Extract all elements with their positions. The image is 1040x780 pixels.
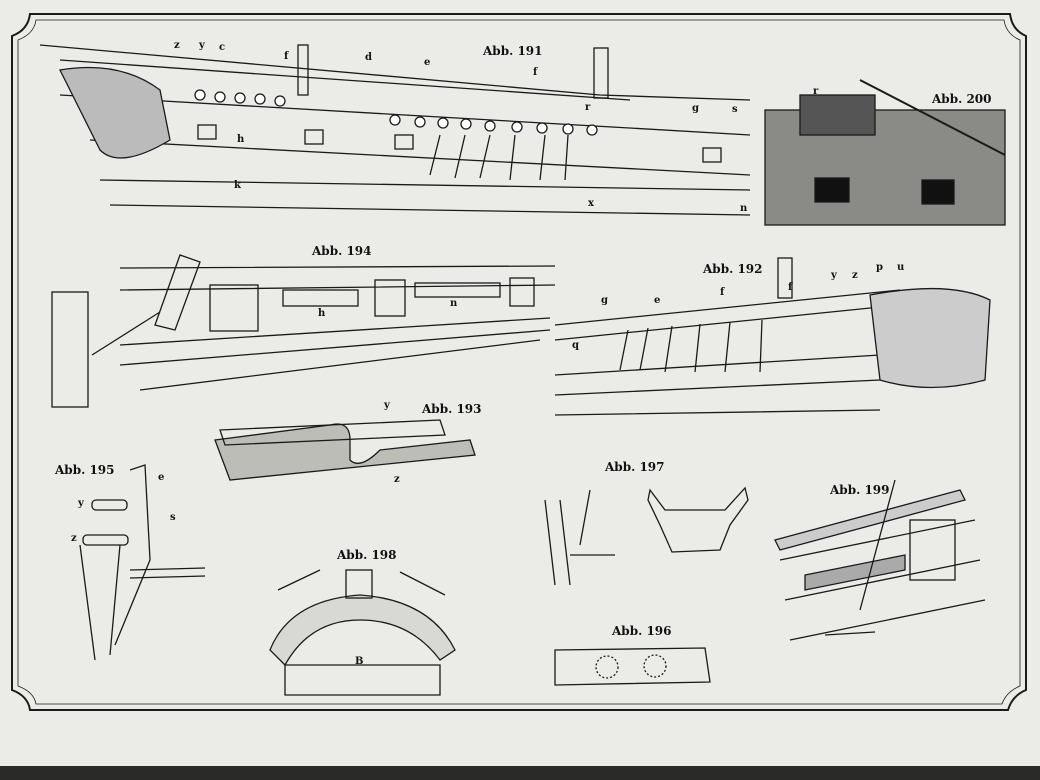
label: B — [355, 656, 364, 667]
abb198-title: Abb. 198 — [337, 548, 397, 562]
label: h — [318, 308, 326, 319]
label: f — [720, 287, 725, 298]
label: e — [424, 57, 431, 68]
page-edge — [0, 766, 1040, 780]
abb194-drawing — [51, 254, 556, 408]
abb192-title: Abb. 192 — [703, 262, 763, 276]
label: e — [654, 295, 661, 306]
abb197-drawing — [544, 486, 749, 586]
label: h — [237, 134, 245, 145]
abb200-title: Abb. 200 — [932, 92, 992, 106]
abb198-drawing — [269, 569, 456, 696]
label: z — [71, 533, 77, 544]
label: u — [897, 262, 905, 273]
label: q — [572, 340, 579, 351]
abb191-title: Abb. 191 — [483, 44, 543, 58]
label: r — [813, 86, 819, 97]
label: k — [234, 180, 241, 191]
abb191-drawing — [39, 44, 751, 216]
label: c — [219, 42, 226, 53]
label: x — [588, 198, 594, 209]
label: z — [852, 270, 858, 281]
abb197-title: Abb. 197 — [605, 460, 665, 474]
page-frame — [11, 13, 1027, 711]
label: y — [78, 498, 84, 509]
label: n — [740, 203, 748, 214]
label: z — [174, 40, 180, 51]
abb193-drawing — [214, 419, 476, 481]
label: f — [284, 51, 289, 62]
abb195-drawing — [79, 464, 206, 661]
label: s — [170, 512, 176, 523]
abb194-title: Abb. 194 — [312, 244, 372, 258]
label: p — [876, 262, 883, 273]
abb193-title: Abb. 193 — [422, 402, 482, 416]
label: d — [365, 52, 372, 63]
label: y — [199, 40, 205, 51]
label: e — [158, 472, 165, 483]
abb199-drawing — [774, 479, 986, 641]
label: g — [692, 103, 699, 114]
abb195-title: Abb. 195 — [55, 463, 115, 477]
label: y — [384, 400, 390, 411]
label: z — [394, 474, 400, 485]
label: n — [450, 298, 458, 309]
abb196-title: Abb. 196 — [612, 624, 672, 638]
label: g — [601, 295, 608, 306]
label: f — [788, 282, 793, 293]
abb199-title: Abb. 199 — [830, 483, 890, 497]
abb200-drawing — [764, 79, 1006, 226]
label: f — [533, 67, 538, 78]
abb192-drawing — [554, 257, 991, 416]
abb196-drawing — [554, 647, 711, 686]
label: y — [831, 270, 837, 281]
label: s — [732, 104, 738, 115]
label: r — [585, 102, 591, 113]
